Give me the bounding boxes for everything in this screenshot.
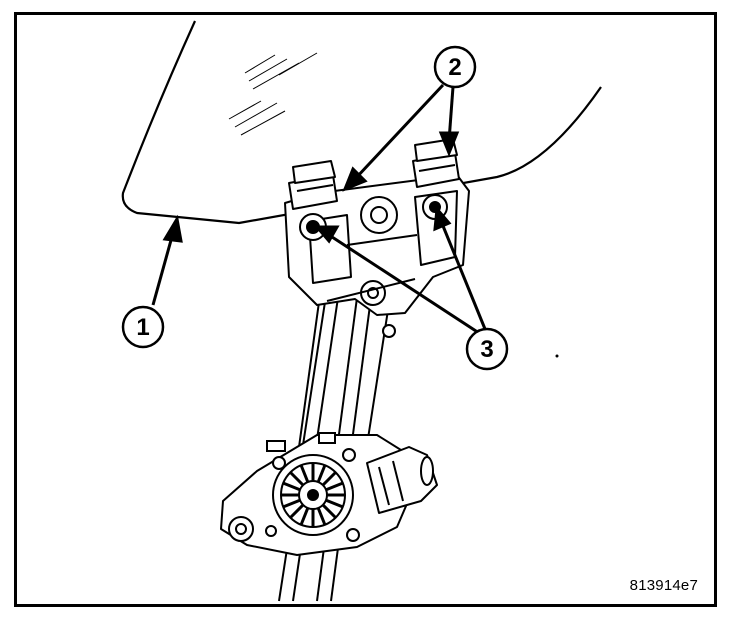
window-regulator-illustration: 1 2 3	[121, 20, 602, 602]
motor-gear	[272, 454, 354, 536]
regulator-motor	[366, 446, 438, 514]
window-glass	[121, 20, 602, 225]
diagram-frame: 1 2 3 813914e7	[14, 12, 717, 607]
stray-dot	[555, 354, 559, 358]
motor-mount-bolts	[265, 432, 360, 542]
retaining-clip-left	[288, 160, 338, 210]
callout-1: 1	[121, 305, 165, 349]
carrier-bolt-left	[299, 213, 327, 241]
figure-id: 813914e7	[629, 577, 698, 594]
leader-lines	[151, 83, 487, 335]
callout-1-label: 1	[136, 314, 149, 341]
callout-3: 3	[465, 327, 509, 371]
callout-2: 2	[433, 45, 477, 89]
callout-2-label: 2	[448, 54, 461, 81]
callout-3-label: 3	[480, 336, 493, 363]
glass-reflection-lines	[228, 52, 318, 136]
